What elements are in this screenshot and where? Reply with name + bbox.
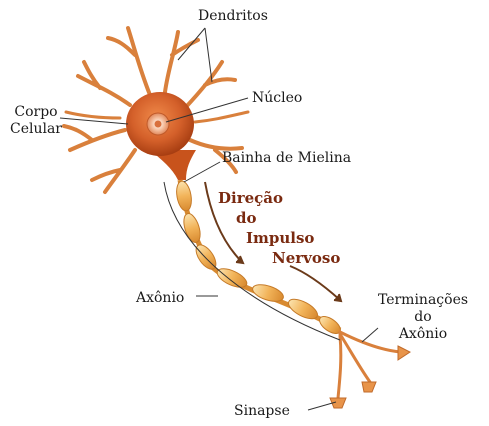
myelin-sheath-label: Bainha de Mielina (222, 150, 351, 167)
dendrite-branch (64, 126, 125, 150)
dendrite-branch (195, 112, 248, 122)
dendrite-branch (66, 112, 120, 118)
dendrites-label: Dendritos (198, 8, 268, 25)
axon-terminals-label-line2: do (368, 309, 478, 326)
cell-body-label-line2: Celular (8, 121, 64, 138)
synaptic-knob (398, 346, 410, 360)
synapse-leader (308, 402, 336, 410)
nucleus-label: Núcleo (252, 90, 302, 107)
dendrite-branch (165, 32, 198, 92)
nucleolus (155, 121, 162, 128)
axon-label: Axônio (136, 290, 184, 307)
myelin-segment (181, 212, 204, 245)
dendrite-branch (92, 150, 135, 192)
myelin-segment (175, 180, 194, 212)
dendrite-branch (108, 28, 150, 95)
myelin-segment (251, 281, 286, 304)
terminal-branch (338, 336, 341, 398)
myelin-leader (184, 162, 220, 182)
dendrites-leader (178, 28, 212, 82)
impulse-text-line2: do (236, 210, 257, 227)
dendrite-branch (78, 62, 130, 105)
impulse-text-line4: Nervoso (272, 250, 340, 267)
impulse-text-line1: Direção (218, 190, 283, 207)
myelin-segment (215, 265, 250, 291)
cell-body-label-line1: Corpo (8, 104, 64, 121)
impulse-text-line3: Impulso (246, 230, 314, 247)
impulse-arrow (290, 266, 340, 300)
synapse-label: Sinapse (234, 403, 290, 420)
axon-terminals-label: Terminações do Axônio (368, 292, 478, 343)
synaptic-knob (362, 382, 376, 392)
leader-lines (60, 28, 378, 410)
axon-terminals-label-line1: Terminações (368, 292, 478, 309)
axon-terminals-label-line3: Axônio (368, 326, 478, 343)
cell-body-label: Corpo Celular (8, 104, 64, 138)
terminal-branch (340, 334, 370, 382)
